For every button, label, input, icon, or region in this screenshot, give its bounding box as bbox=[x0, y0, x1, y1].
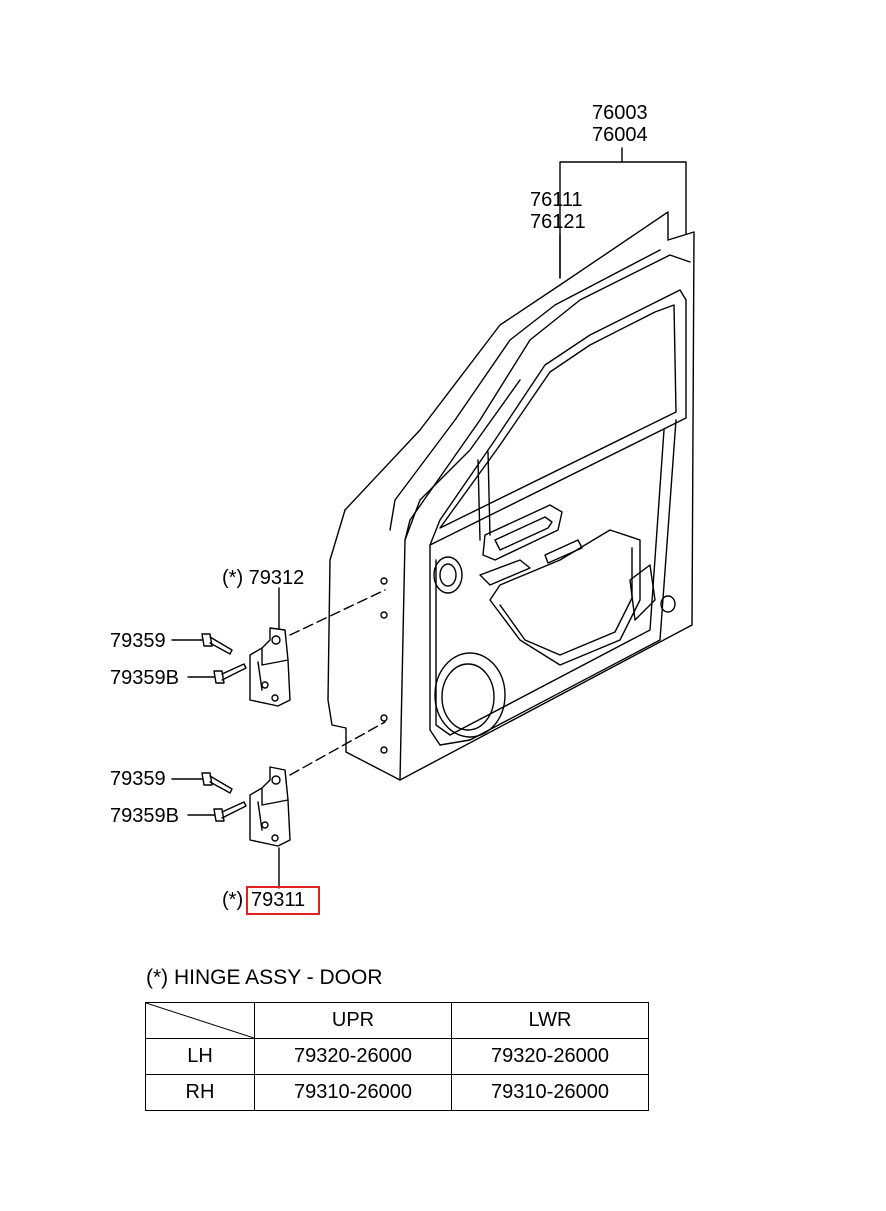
table-cell-lwr: 79320-26000 bbox=[451, 1038, 649, 1075]
callout-79359b-upper: 79359B bbox=[110, 667, 179, 689]
table-cell-upr: 79310-26000 bbox=[254, 1074, 452, 1111]
callout-79312: (*) 79312 bbox=[222, 567, 305, 589]
callout-79359-upper: 79359 bbox=[110, 630, 166, 652]
table-cell-upr: 79320-26000 bbox=[254, 1038, 452, 1075]
hinge-note: (*) HINGE ASSY - DOOR bbox=[146, 966, 383, 989]
table-corner-cell bbox=[145, 1002, 255, 1039]
callout-79311[interactable]: 79311 bbox=[251, 889, 306, 911]
callout-79359b-lower: 79359B bbox=[110, 805, 179, 827]
table-cell-lwr: 79310-26000 bbox=[451, 1074, 649, 1111]
table-header-row: UPR LWR bbox=[145, 1002, 649, 1039]
callout-79311-prefix: (*) bbox=[222, 889, 244, 911]
callout-76111: 76111 bbox=[530, 189, 583, 211]
callout-79359-lower: 79359 bbox=[110, 768, 166, 790]
callout-76004: 76004 bbox=[592, 124, 648, 146]
corner-diagonal bbox=[146, 1003, 254, 1038]
upper-hinge-bracket-icon bbox=[249, 627, 291, 707]
table-row: RH 79310-26000 79310-26000 bbox=[145, 1074, 649, 1111]
table-row: LH 79320-26000 79320-26000 bbox=[145, 1038, 649, 1075]
table-header-lwr: LWR bbox=[451, 1002, 649, 1039]
lower-hinge-bracket-icon bbox=[249, 766, 291, 847]
bolt-icon bbox=[201, 633, 247, 822]
table-cell-side: LH bbox=[145, 1038, 255, 1075]
callout-76121: 76121 bbox=[530, 211, 586, 233]
table-cell-side: RH bbox=[145, 1074, 255, 1111]
door-shell-icon bbox=[327, 211, 695, 781]
table-header-upr: UPR bbox=[254, 1002, 452, 1039]
highlight-box-79311 bbox=[246, 886, 320, 915]
leader-lines bbox=[171, 147, 687, 889]
hinge-assy-table: UPR LWR LH 79320-26000 79320-26000 RH 79… bbox=[145, 1002, 649, 1111]
callout-76003: 76003 bbox=[592, 102, 648, 124]
